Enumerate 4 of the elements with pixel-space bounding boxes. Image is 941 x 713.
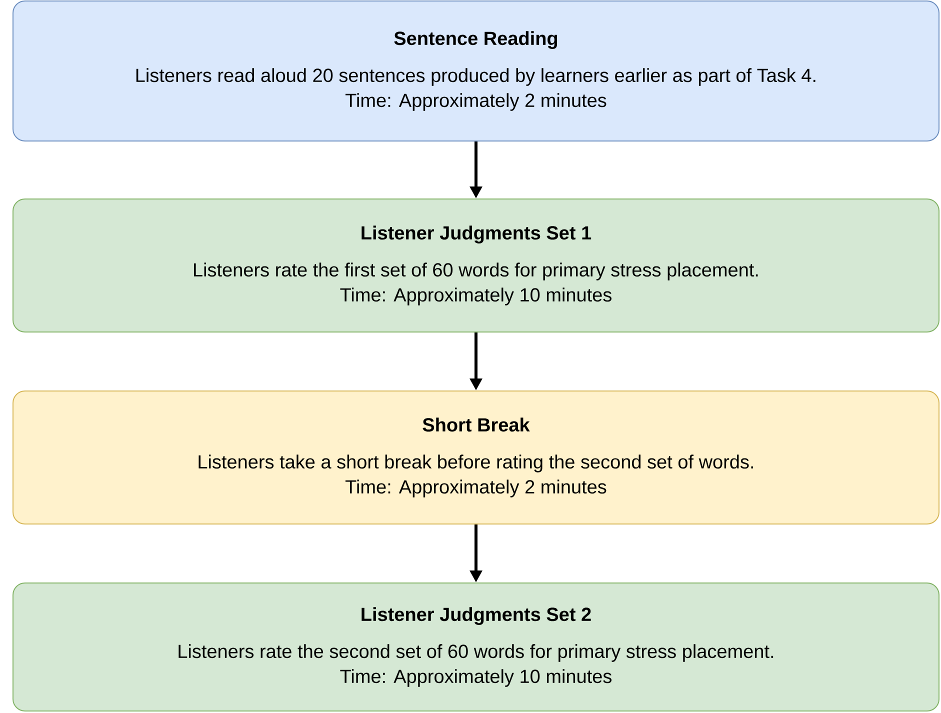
process-box: Short Break Listeners take a short break before rating the second set of words. Time: Approximately 2 minutes (12, 390, 940, 524)
process-box: Listener Judgments Set 1 Listeners rate the first set of 60 words for primary stress placement. Time: Approximately 10 minutes (12, 198, 940, 332)
process-box: Sentence Reading Listeners read aloud 20 sentences produced by learners earlier as part of Task 4. Time: Approximately 2 minutes (12, 0, 940, 142)
process-box: Listener Judgments Set 2 Listeners rate the second set of 60 words for primary stress placement. Time: Approximately 10 minutes (12, 582, 940, 712)
